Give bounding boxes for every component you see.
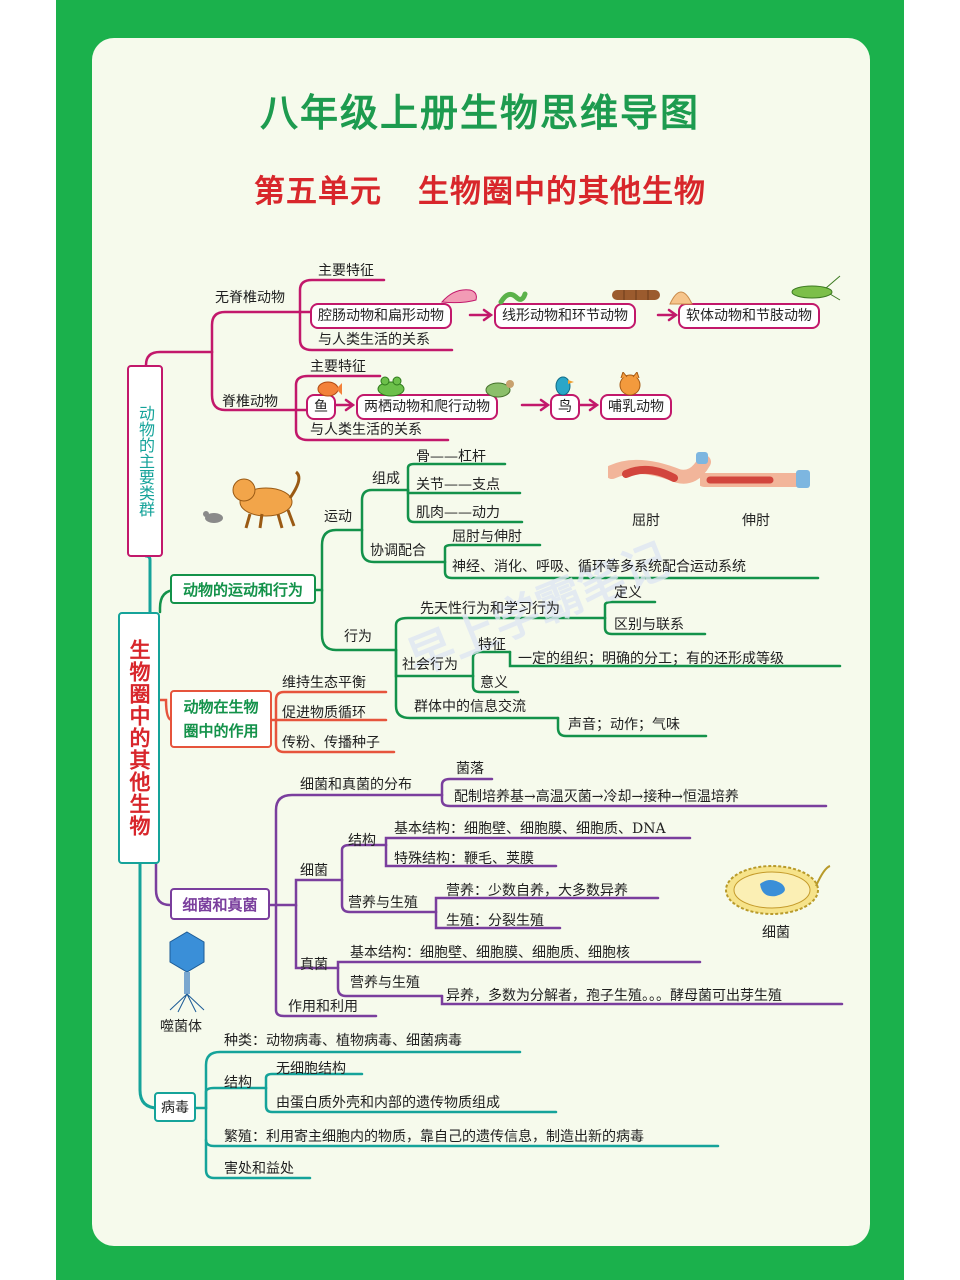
phage-icon (169, 931, 205, 1013)
invertebrates-label: 无脊椎动物 (215, 290, 285, 306)
role-item-3: 传粉、传播种子 (282, 735, 380, 751)
nutrition-detail: 营养：少数自养，大多数异养 (446, 883, 628, 899)
ext-caption: 伸肘 (742, 513, 770, 529)
basic-structure: 基本结构：细胞壁、细胞膜、细胞质、DNA (394, 821, 666, 837)
systems-label: 神经、消化、呼吸、循环等多系统配合运动系统 (452, 559, 746, 575)
culture-label: 配制培养基→高温灭菌→冷却→接种→恒温培养 (454, 789, 739, 805)
movement-node: 动物的运动和行为 (170, 574, 316, 604)
arm-extended-icon (700, 470, 810, 488)
virus-node: 病毒 (154, 1092, 196, 1122)
vert-relation-label: 与人类生活的关系 (310, 422, 422, 438)
animal-groups-node: 动物的主要类群 (127, 365, 163, 557)
fungi-basic: 基本结构：细胞壁、细胞膜、细胞质、细胞核 (350, 945, 630, 961)
social-label: 社会行为 (402, 657, 458, 673)
inv-chain-2: 线形动物和环节动物 (494, 303, 636, 329)
fungi-nutrition-detail: 异养，多数为分解者，孢子生殖。。。酵母菌可出芽生殖 (446, 988, 782, 1004)
bone-label: 骨——杠杆 (416, 449, 486, 465)
virus-label: 病毒 (161, 1100, 189, 1116)
fish-icon (317, 381, 342, 397)
fungi-nutrition-label: 营养与生殖 (350, 975, 420, 991)
root-label: 生物圈中的其他生物 (127, 639, 151, 837)
inv-feature-label: 主要特征 (318, 263, 374, 279)
virus-reproduction: 繁殖：利用寄主细胞内的物质，靠自己的遗传信息，制造出新的病毒 (224, 1129, 644, 1145)
role-item-1: 维持生态平衡 (282, 675, 366, 691)
root-node: 生物圈中的其他生物 (118, 612, 160, 864)
movement-label: 动物的运动和行为 (182, 580, 303, 599)
vert-chain-4: 哺乳动物 (600, 394, 672, 420)
composition-label: 组成 (372, 471, 400, 487)
behavior-label: 行为 (344, 629, 372, 645)
definition-label: 定义 (614, 585, 642, 601)
use-label: 作用和利用 (288, 999, 358, 1015)
poster-card (92, 38, 870, 1246)
info-label: 群体中的信息交流 (414, 699, 526, 715)
arm-flexed-icon (608, 452, 711, 484)
unit-title: 第五单元生物圈中的其他生物 (0, 166, 960, 211)
role-node: 动物在生物 圈中的作用 (170, 690, 272, 748)
grasshopper-icon (791, 275, 841, 301)
inv-chain-1: 腔肠动物和扁形动物 (310, 303, 452, 329)
meaning-label: 意义 (480, 675, 508, 691)
bird-icon (555, 376, 574, 396)
shell-icon (669, 291, 693, 305)
inv-chain-3: 软体动物和节肢动物 (678, 303, 820, 329)
muscle-label: 肌肉——动力 (416, 505, 500, 521)
virus-no-cell: 无细胞结构 (276, 1061, 346, 1077)
flatworm-icon (440, 289, 477, 304)
flex-ext-label: 屈肘与伸肘 (452, 529, 522, 545)
microbes-node: 细菌和真菌 (170, 888, 270, 920)
bacteria-label: 细菌 (300, 863, 328, 879)
earthworm-icon (612, 290, 660, 300)
motion-label: 运动 (324, 509, 352, 525)
bacterium-icon (725, 865, 831, 915)
virus-composition: 由蛋白质外壳和内部的遗传物质组成 (276, 1095, 500, 1111)
innate-label: 先天性行为和学习行为 (420, 601, 560, 617)
virus-structure-label: 结构 (224, 1075, 252, 1091)
special-structure: 特殊结构：鞭毛、荚膜 (394, 851, 534, 867)
vert-chain-3: 鸟 (550, 394, 580, 420)
vertebrates-label: 脊椎动物 (222, 394, 278, 410)
difference-label: 区别与联系 (614, 617, 684, 633)
cat-mouse-icon (203, 470, 301, 529)
unit-number: 第五单元 (254, 174, 382, 210)
turtle-icon (485, 380, 514, 398)
corgi-icon (619, 372, 641, 396)
distribution-label: 细菌和真菌的分布 (300, 777, 412, 793)
nutrition-label: 营养与生殖 (348, 895, 418, 911)
phage-caption: 噬菌体 (160, 1019, 202, 1035)
colony-label: 菌落 (456, 761, 484, 777)
virus-types: 种类：动物病毒、植物病毒、细菌病毒 (224, 1033, 462, 1049)
fungi-label: 真菌 (300, 957, 328, 973)
virus-harm-benefit: 害处和益处 (224, 1161, 294, 1177)
animal-groups-label: 动物的主要类群 (136, 405, 155, 517)
flex-caption: 屈肘 (632, 513, 660, 529)
role-label-line1: 动物在生物 (183, 698, 259, 716)
joint-label: 关节——支点 (416, 477, 500, 493)
frog-icon (377, 376, 405, 397)
microbes-label: 细菌和真菌 (182, 895, 258, 914)
role-label-line2: 圈中的作用 (183, 722, 259, 740)
unit-name: 生物圈中的其他生物 (418, 174, 706, 210)
trait-label: 特征 (478, 637, 506, 653)
vert-feature-label: 主要特征 (310, 359, 366, 375)
coordination-label: 协调配合 (370, 543, 426, 559)
inv-relation-label: 与人类生活的关系 (318, 332, 430, 348)
vert-chain-2: 两栖动物和爬行动物 (356, 394, 498, 420)
reproduction-detail: 生殖：分裂生殖 (446, 913, 544, 929)
vert-chain-1: 鱼 (306, 394, 336, 420)
structure-label: 结构 (348, 833, 376, 849)
role-item-2: 促进物质循环 (282, 705, 366, 721)
roundworm-icon (498, 291, 528, 305)
bacterium-caption: 细菌 (762, 925, 790, 941)
info-detail: 声音；动作；气味 (568, 717, 680, 733)
page-title: 八年级上册生物思维导图 (259, 91, 700, 135)
trait-detail: 一定的组织；明确的分工；有的还形成等级 (518, 651, 784, 667)
